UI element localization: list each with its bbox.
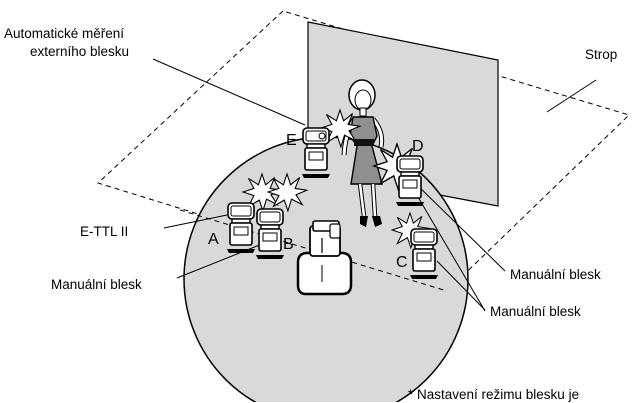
camera-icon xyxy=(296,220,353,296)
label-auto-metering-line2: externího blesku xyxy=(30,44,130,59)
flash-letter-b: B xyxy=(283,236,294,253)
flash-letter-d: D xyxy=(412,138,424,155)
label-manual-flash-c: Manuální blesk xyxy=(490,304,581,319)
ceiling-outline xyxy=(97,10,630,292)
flash-letter-a: A xyxy=(208,231,219,248)
flash-letter-c: C xyxy=(396,254,408,271)
leader-lines xyxy=(152,58,597,312)
label-ceiling: Strop xyxy=(585,47,618,62)
label-ettl: E-TTL II xyxy=(80,224,129,239)
flash-letter-e: E xyxy=(286,132,297,149)
flash-e-icon xyxy=(301,109,361,179)
label-manual-flash-d: Manuální blesk xyxy=(510,267,601,282)
label-auto-metering-line1: Automatické měření xyxy=(4,26,125,41)
label-manual-flash-b: Manuální blesk xyxy=(51,277,142,292)
footnote: * Nastavení režimu blesku je xyxy=(408,387,580,402)
woman-figure-icon xyxy=(341,79,385,227)
